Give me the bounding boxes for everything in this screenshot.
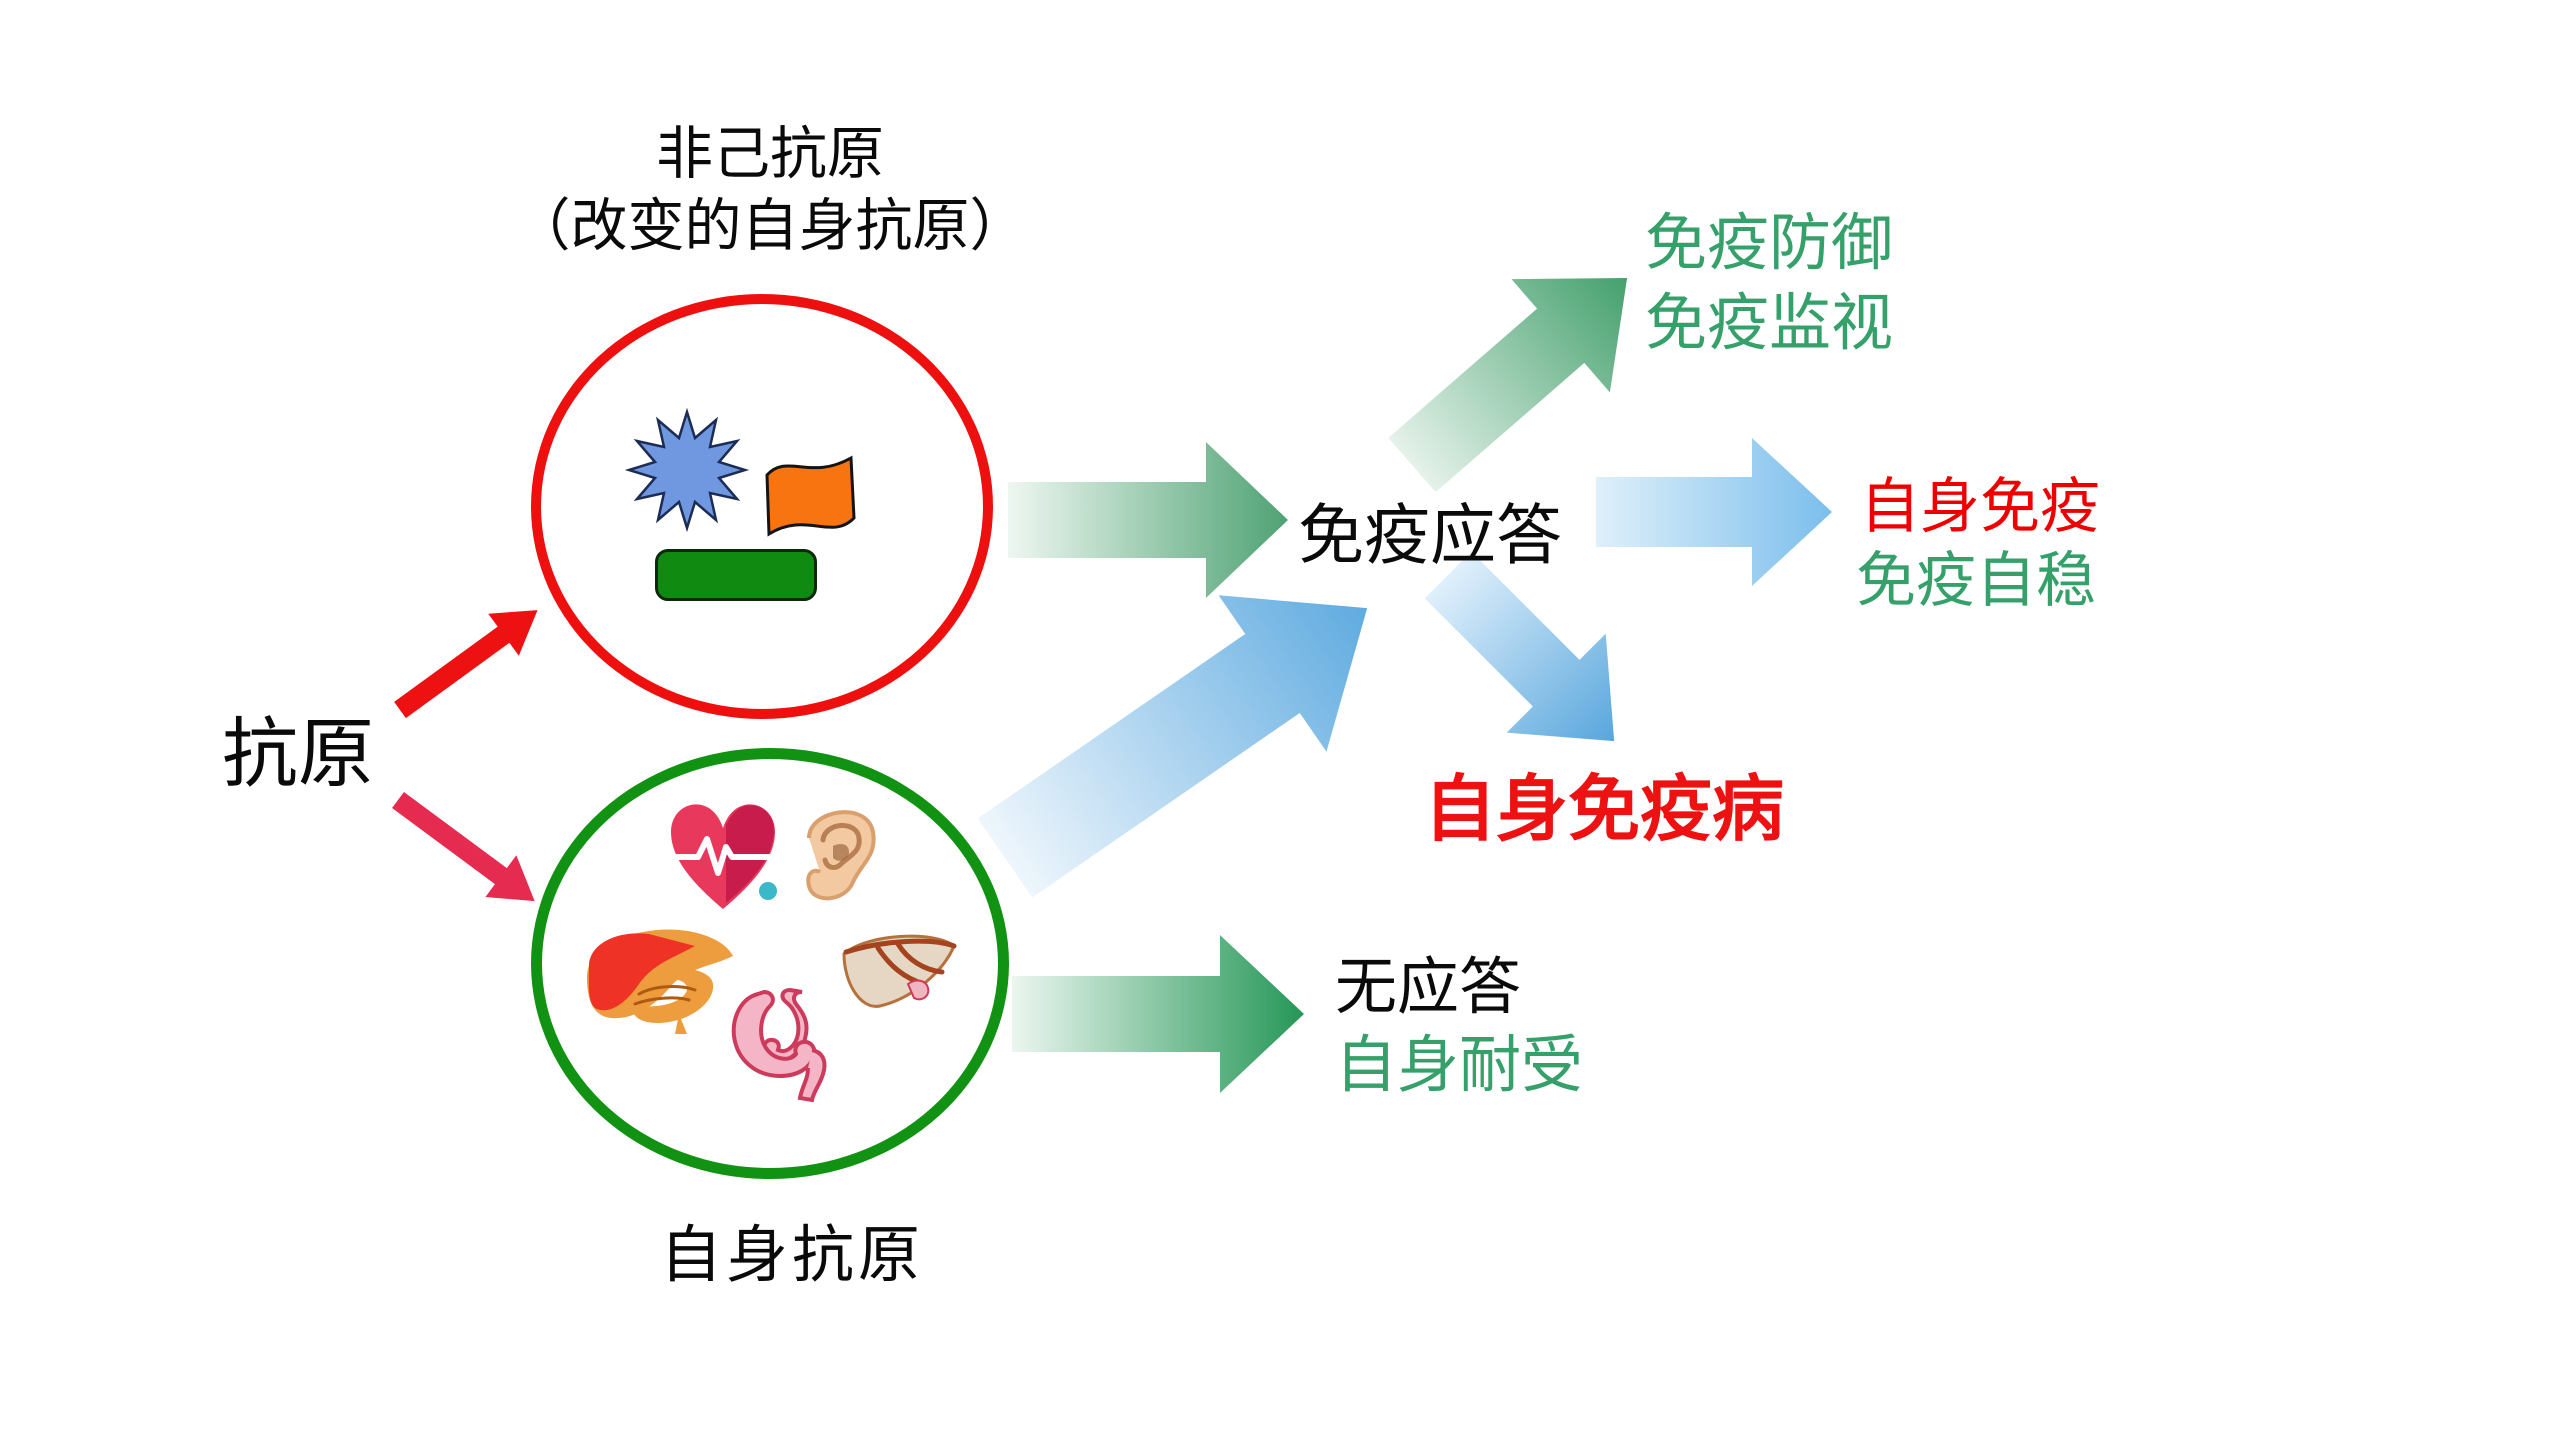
label-immune-homeostasis: 免疫自稳	[1856, 546, 2096, 616]
arrow-self-to-noresponse	[1012, 935, 1304, 1093]
arrow-response-to-defense	[1388, 278, 1628, 493]
arrow-response-to-autoimmunity	[1596, 438, 1832, 586]
label-no-response: 无应答	[1335, 950, 1522, 1023]
flag-icon	[765, 455, 856, 537]
liver-pancreas-icon	[587, 929, 733, 1034]
label-antigen: 抗原	[222, 709, 374, 798]
arrow-antigen-to-nonself	[394, 610, 538, 719]
nonself-antigen-circle	[531, 294, 993, 719]
arrow-self-to-response	[977, 595, 1368, 898]
heart-ecg-icon	[665, 804, 781, 909]
label-nonself-antigen: 非己抗原 （改变的自身抗原）	[440, 118, 1100, 262]
stomach-icon	[731, 987, 827, 1103]
label-immune-response: 免疫应答	[1298, 497, 1562, 574]
arrow-antigen-to-self	[392, 791, 535, 902]
label-nonself-antigen-line2: （改变的自身抗原）	[513, 193, 1027, 259]
label-self-tolerance: 自身耐受	[1335, 1028, 1584, 1101]
label-autoimmune-disease: 自身免疫病	[1424, 767, 1785, 851]
label-immune-surveillance: 免疫监视	[1645, 286, 1894, 359]
arrow-response-to-disease	[1424, 551, 1615, 742]
liver-sketch-icon	[842, 934, 957, 1008]
label-autoimmunity: 自身免疫	[1860, 472, 2100, 542]
green-bar-icon	[655, 549, 817, 601]
label-immune-defense: 免疫防御	[1645, 206, 1894, 279]
label-self-antigen: 自身抗原	[660, 1218, 925, 1291]
arrow-nonself-to-response	[1008, 442, 1288, 598]
ear-icon	[806, 810, 876, 901]
label-nonself-antigen-line1: 非己抗原	[656, 121, 884, 187]
starburst-icon	[624, 407, 750, 533]
